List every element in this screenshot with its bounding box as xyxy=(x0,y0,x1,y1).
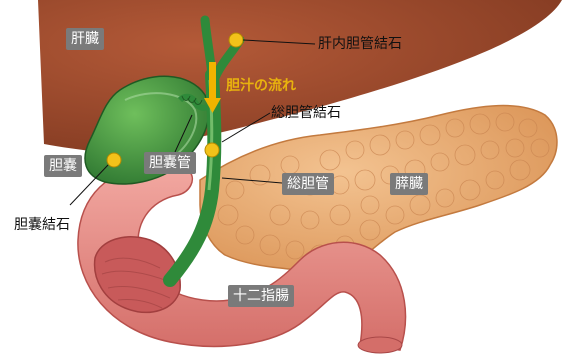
label-common-bile-duct: 総胆管 xyxy=(282,173,334,195)
intrahepatic-stone xyxy=(229,33,243,47)
label-cbd-stone: 総胆管結石 xyxy=(271,104,341,122)
label-gallbladder: 胆嚢 xyxy=(44,155,82,177)
cbd-stone xyxy=(205,143,219,157)
label-bile-flow: 胆汁の流れ xyxy=(226,77,296,95)
label-pancreas: 膵臓 xyxy=(390,173,428,195)
label-duodenum: 十二指腸 xyxy=(228,285,294,307)
label-cystic-duct: 胆嚢管 xyxy=(144,152,196,174)
gallbladder-stone xyxy=(107,153,121,167)
label-gallbladder-stone: 胆嚢結石 xyxy=(14,216,70,234)
label-liver: 肝臓 xyxy=(66,28,104,50)
duodenum-cut-end xyxy=(358,337,402,353)
label-intrahepatic-stone: 肝内胆管結石 xyxy=(318,35,402,53)
